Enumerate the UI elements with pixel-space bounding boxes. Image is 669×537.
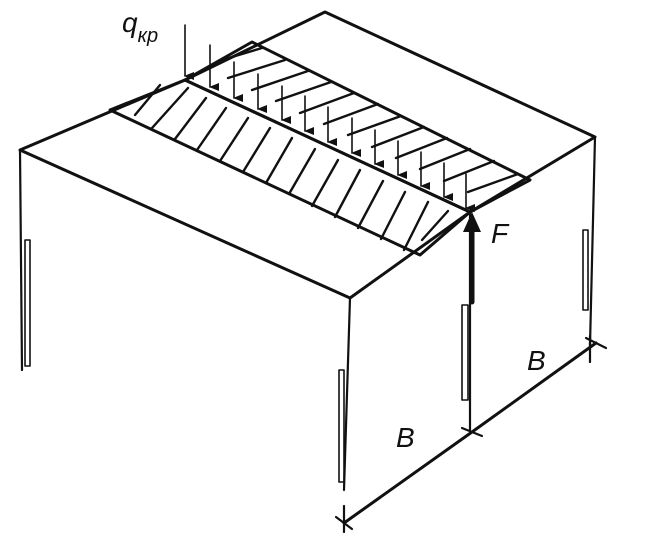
opening-left — [24, 239, 31, 367]
span-front-label: B — [396, 422, 415, 453]
force-head — [463, 212, 481, 232]
hatched-load-zone — [108, 40, 532, 257]
roof-outline — [18, 10, 597, 300]
force-label: F — [491, 218, 510, 249]
back-right-column — [588, 135, 597, 347]
force-arrow — [463, 212, 481, 305]
hatch-lines-right — [220, 46, 520, 194]
wall-openings — [24, 229, 589, 483]
load-label: qкр — [122, 7, 158, 47]
opening-middle — [461, 304, 469, 401]
hatch-lines-left — [133, 83, 450, 252]
load-arrows — [184, 24, 475, 212]
front-corner-column — [342, 296, 352, 492]
opening-front — [338, 369, 345, 483]
left-front-column — [18, 148, 24, 372]
span-side-label: B — [527, 345, 546, 376]
roof-ridge — [183, 78, 472, 214]
hatch-boundary — [108, 40, 532, 257]
opening-back — [582, 229, 589, 311]
dimension-lines — [334, 334, 608, 534]
roof-left-slope — [18, 78, 472, 300]
dimension-front — [342, 430, 474, 525]
roof-right-slope — [183, 10, 597, 214]
dimension-side — [470, 341, 598, 434]
